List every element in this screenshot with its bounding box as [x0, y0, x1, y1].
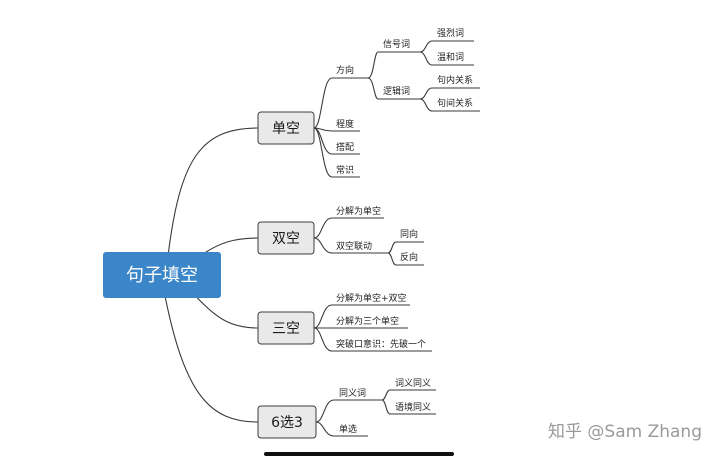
- node-linked-blanks[interactable]: 双空联动: [336, 240, 372, 252]
- node-reverse-direction[interactable]: 反向: [400, 251, 418, 263]
- root-node[interactable]: 句子填空: [103, 252, 221, 298]
- branch-label-single-blank: 单空: [272, 121, 300, 137]
- node-synonyms[interactable]: 同义词: [339, 388, 366, 399]
- node-collocation[interactable]: 搭配: [336, 141, 354, 153]
- branch-node-double-blank[interactable]: 双空: [257, 221, 315, 255]
- node-degree[interactable]: 程度: [336, 118, 354, 130]
- branch-label-double-blank: 双空: [272, 231, 300, 247]
- node-strong-words[interactable]: 强烈词: [437, 28, 464, 39]
- node-split-three[interactable]: 分解为三个单空: [336, 315, 399, 327]
- node-context-synonym[interactable]: 语境同义: [395, 401, 431, 413]
- node-single-choice[interactable]: 单选: [339, 423, 357, 435]
- node-breakthrough[interactable]: 突破口意识：先破一个: [336, 338, 426, 350]
- triple-blank-connectors: [313, 304, 432, 352]
- branch-node-six-choose-three[interactable]: 6选3: [257, 405, 317, 439]
- branch-label-triple-blank: 三空: [272, 321, 300, 337]
- node-same-direction[interactable]: 同向: [400, 228, 418, 240]
- single-blank-connectors: [313, 40, 480, 178]
- branch-node-single-blank[interactable]: 单空: [257, 111, 315, 145]
- node-signal-words[interactable]: 信号词: [383, 38, 410, 50]
- node-split-single[interactable]: 分解为单空: [336, 205, 381, 217]
- double-blank-connectors: [313, 217, 424, 266]
- node-mild-words[interactable]: 温和词: [437, 52, 464, 63]
- home-indicator-bar[interactable]: [264, 452, 454, 456]
- node-lexical-synonym[interactable]: 词义同义: [395, 378, 431, 389]
- six-choose-three-connectors: [315, 389, 436, 437]
- node-split-mixed[interactable]: 分解为单空+双空: [336, 292, 407, 304]
- branch-node-triple-blank[interactable]: 三空: [257, 311, 315, 345]
- node-intra-sentence[interactable]: 句内关系: [437, 74, 473, 86]
- branch-label-six-choose-three: 6选3: [271, 415, 303, 431]
- node-inter-sentence[interactable]: 句间关系: [437, 97, 473, 109]
- watermark-text: 知乎 @Sam Zhang: [548, 422, 702, 442]
- node-common-sense[interactable]: 常识: [336, 164, 354, 176]
- node-direction[interactable]: 方向: [336, 64, 354, 76]
- root-label: 句子填空: [126, 265, 198, 286]
- node-logic-words[interactable]: 逻辑词: [383, 85, 410, 97]
